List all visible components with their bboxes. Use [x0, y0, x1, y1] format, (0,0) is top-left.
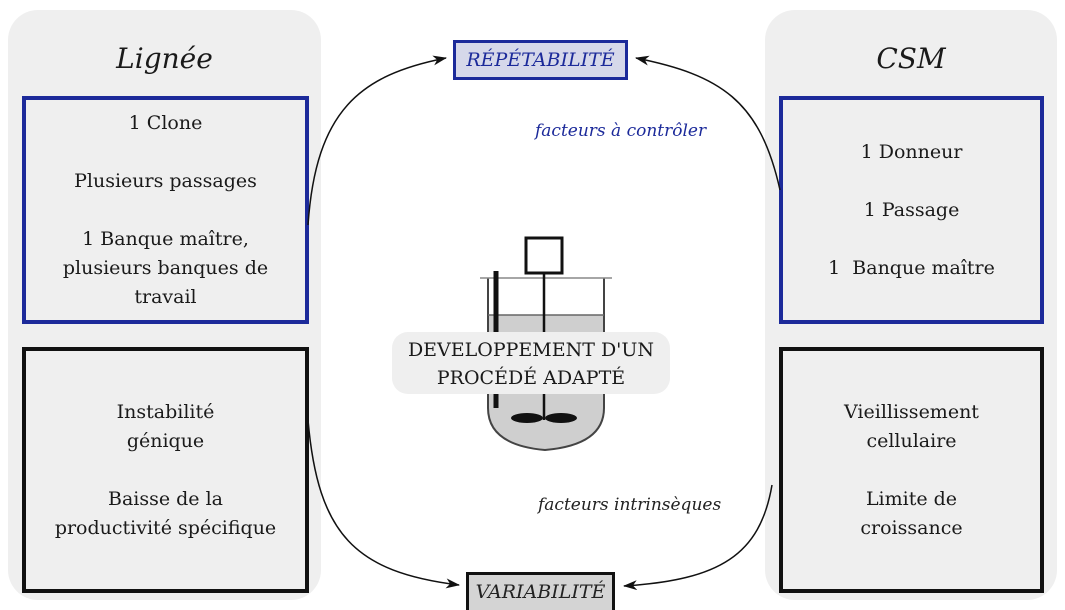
csm-passage: 1 Passage: [863, 198, 960, 221]
facteurs-intrinseques-note: facteurs intrinsèques: [538, 495, 722, 515]
csm-title: CSM: [876, 42, 946, 75]
csm-banque: 1 Banque maître: [828, 256, 995, 279]
csm-limite-line2: croissance: [860, 516, 963, 539]
lignee-controlled-factors-box: 1 Clone Plusieurs passages 1 Banque maît…: [22, 96, 309, 324]
csm-donneur: 1 Donneur: [860, 140, 963, 163]
variabilite-label: VARIABILITÉ: [466, 572, 615, 610]
center-process-label: DEVELOPPEMENT D'UN PROCÉDÉ ADAPTÉ: [392, 332, 670, 394]
lignee-banque-line3: travail: [134, 285, 197, 308]
lignee-banque-line1: 1 Banque maître,: [82, 227, 249, 250]
lignee-clone: 1 Clone: [128, 111, 203, 134]
lignee-banque-line2: plusieurs banques de: [62, 256, 269, 279]
lignee-instabilite-line1: Instabilité: [116, 400, 215, 423]
center-label-line1: DEVELOPPEMENT D'UN: [407, 339, 655, 361]
csm-limite-line1: Limite de: [865, 487, 958, 510]
lignee-intrinsic-factors-box: Instabilité génique Baisse de la product…: [22, 347, 309, 593]
arrow-right-to-repetabilite: [635, 55, 781, 191]
arrow-left-to-variabilite: [307, 419, 460, 589]
lignee-title: Lignée: [116, 42, 213, 75]
center-label-line2: PROCÉDÉ ADAPTÉ: [436, 367, 626, 389]
arrow-left-to-repetabilite: [307, 55, 447, 226]
lignee-instabilite-line2: génique: [126, 429, 205, 452]
lignee-panel: Lignée 1 Clone Plusieurs passages 1 Banq…: [8, 10, 321, 600]
lignee-baisse-line1: Baisse de la: [107, 487, 223, 510]
lignee-baisse-line2: productivité spécifique: [54, 516, 277, 539]
csm-panel: CSM 1 Donneur 1 Passage 1 Banque maître …: [765, 10, 1057, 600]
csm-vieillissement-line2: cellulaire: [866, 429, 957, 452]
repetabilite-label: RÉPÉTABILITÉ: [453, 40, 628, 80]
csm-vieillissement-line1: Vieillissement: [844, 400, 979, 423]
lignee-passages: Plusieurs passages: [74, 169, 257, 192]
arrow-right-to-variabilite: [623, 484, 773, 591]
facteurs-a-controler-note: facteurs à contrôler: [535, 121, 707, 141]
csm-controlled-factors-box: 1 Donneur 1 Passage 1 Banque maître: [779, 96, 1044, 324]
csm-intrinsic-factors-box: Vieillissement cellulaire Limite de croi…: [779, 347, 1044, 593]
